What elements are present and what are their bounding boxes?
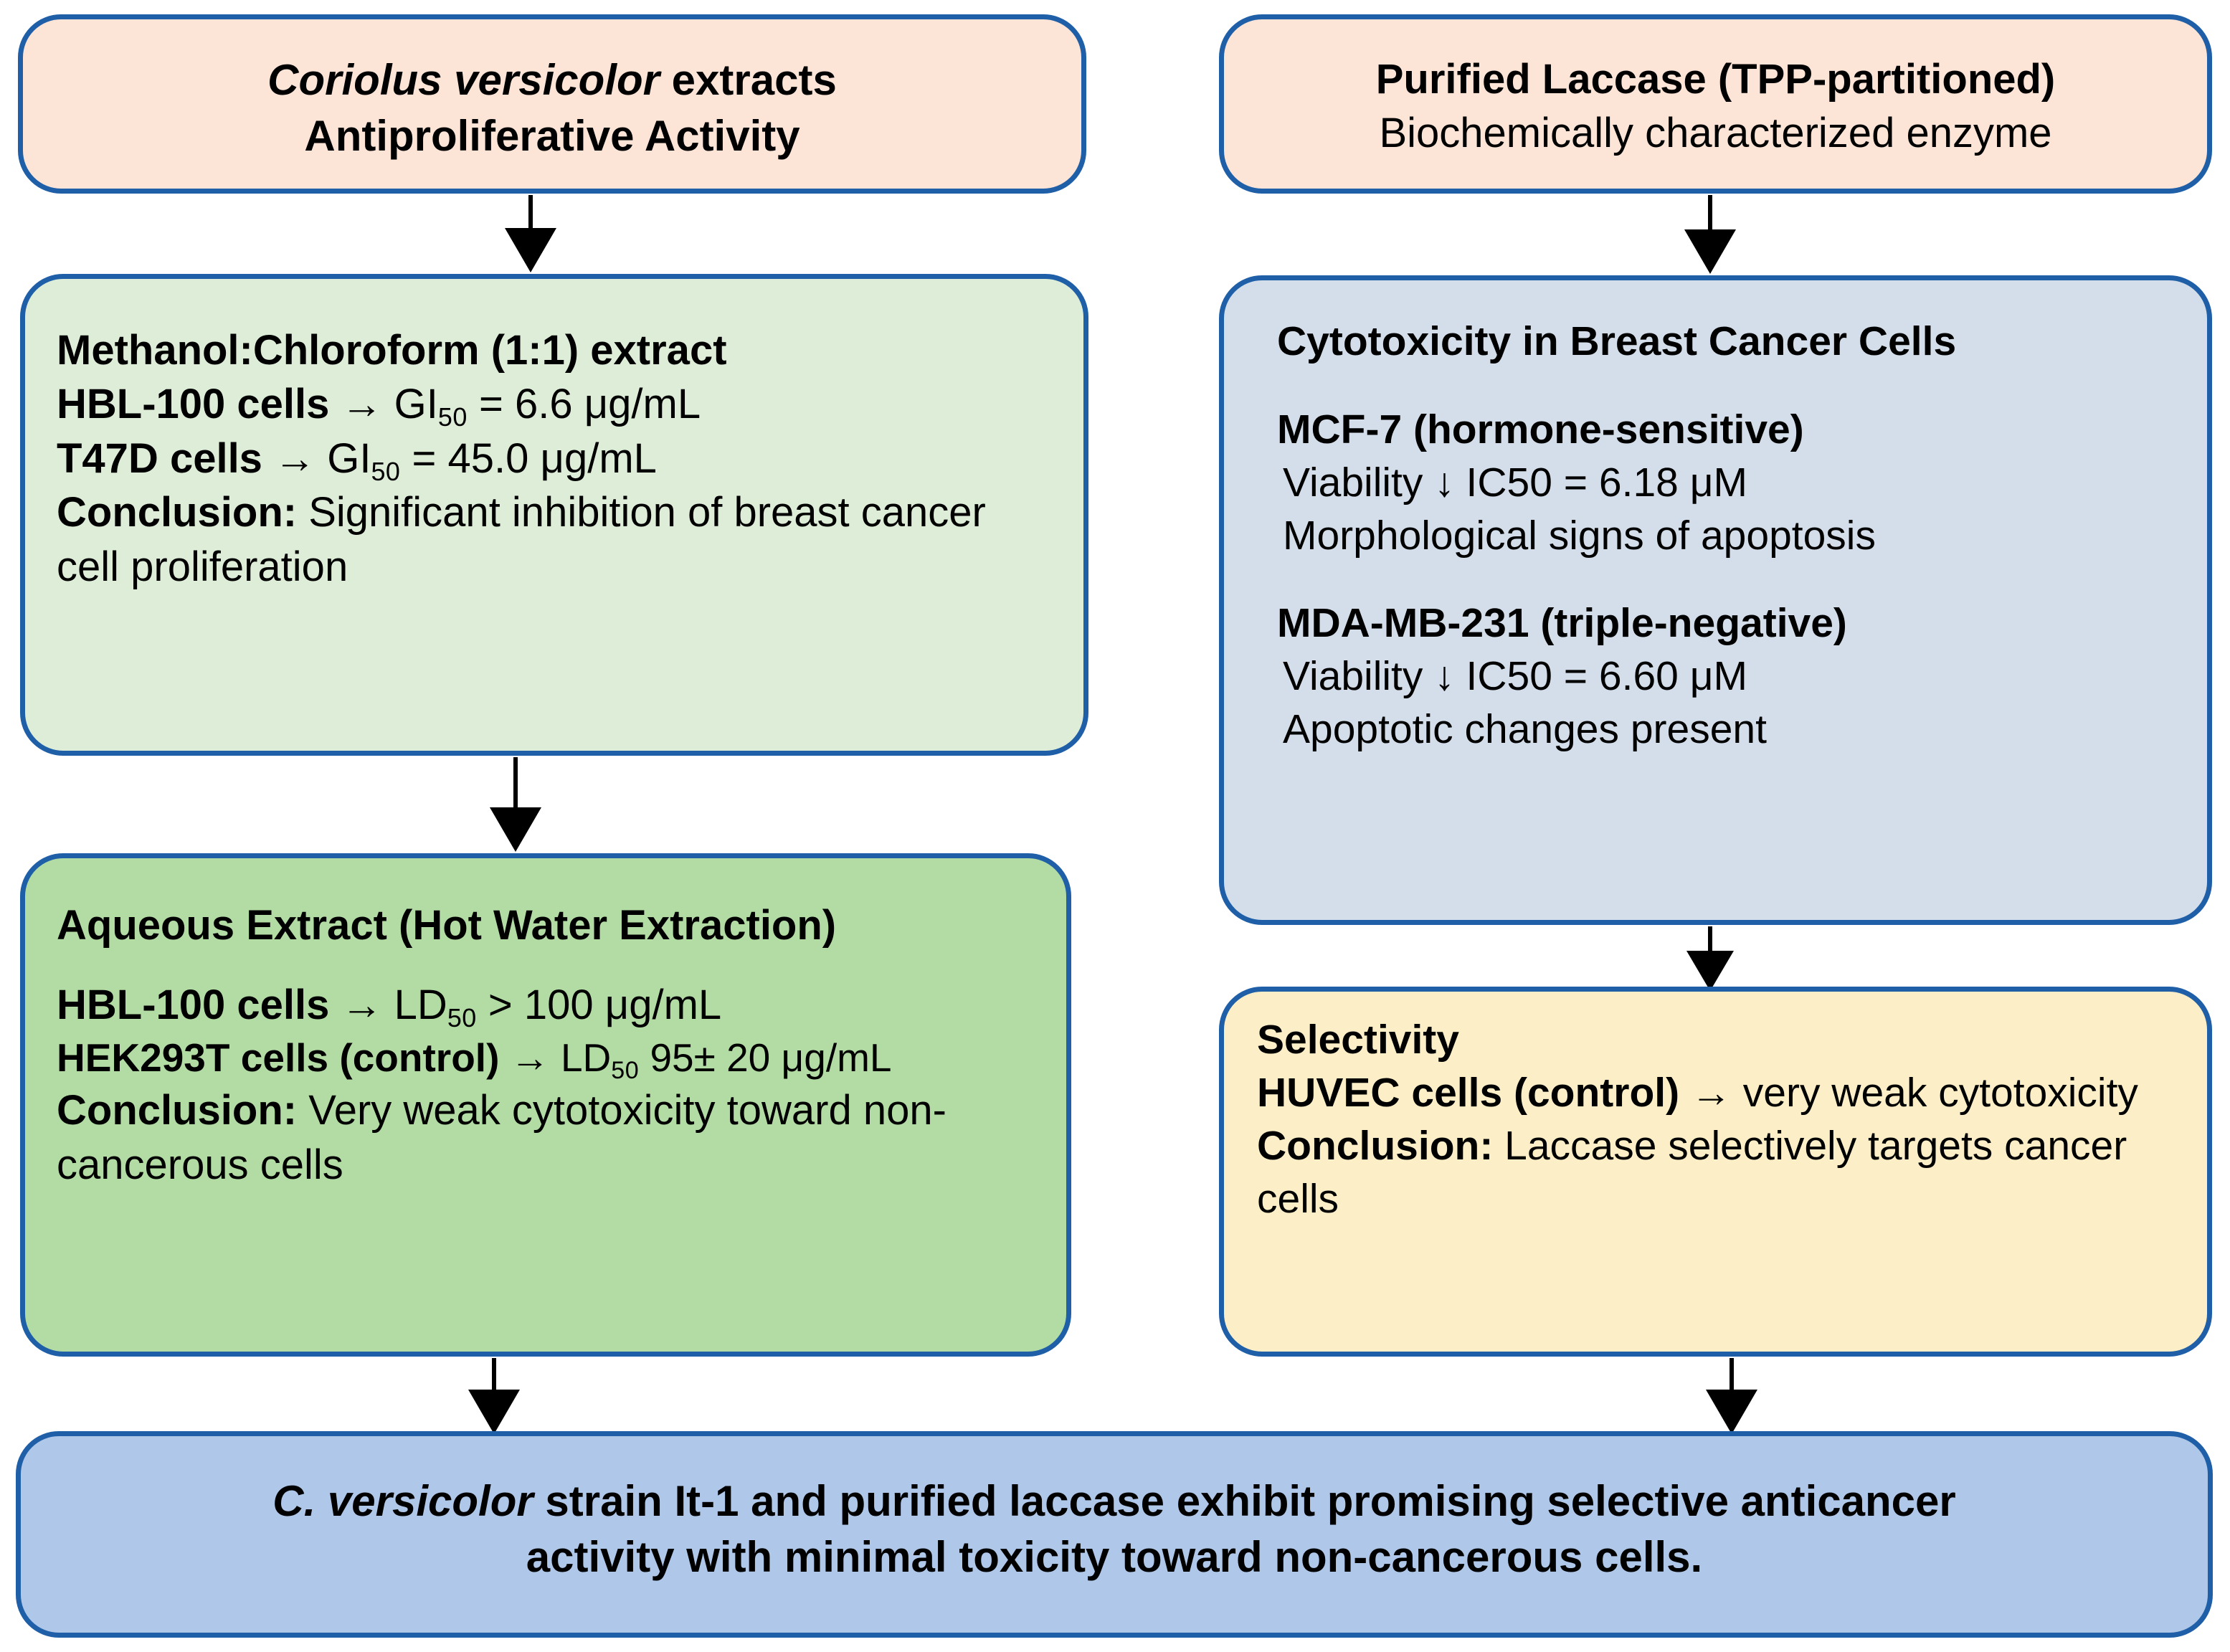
node-purified-laccase-header: Purified Laccase (TPP-partitioned) Bioch…	[1219, 14, 2212, 194]
methanol-title: Methanol:Chloroform (1:1) extract	[57, 327, 727, 374]
cytotoxicity-spacer-2	[1261, 562, 2170, 597]
arrow-head	[1686, 951, 1734, 991]
aqueous-hbl100-label: HBL-100 cells	[57, 982, 330, 1029]
laccase-header-line1: Purified Laccase (TPP-partitioned)	[1375, 56, 2056, 103]
arrow-right-icon: →	[341, 982, 383, 1029]
methanol-t47d-value: = 45.0 μg/mL	[400, 435, 657, 482]
arrow-right-icon: →	[274, 435, 316, 482]
arrow-head	[1706, 1390, 1757, 1434]
conclusion-species-name: C. versicolor	[272, 1477, 533, 1525]
arrow-shaft	[513, 757, 518, 812]
selectivity-title: Selectivity	[1257, 1017, 1459, 1063]
methanol-conclusion-text: Significant inhibition of breast cancer …	[57, 489, 986, 590]
laccase-header-line2: Biochemically characterized enzyme	[1379, 110, 2052, 157]
aqueous-hek293t-label: HEK293T cells (control)	[57, 1035, 500, 1080]
node-selectivity: Selectivity HUVEC cells (control) → very…	[1219, 987, 2212, 1357]
node-cytotoxicity-breast-cancer: Cytotoxicity in Breast Cancer Cells MCF-…	[1219, 275, 2212, 925]
arrow-head	[490, 807, 541, 852]
aqueous-hbl100-subscript: 50	[447, 1003, 477, 1033]
arrow-shaft	[492, 1358, 496, 1394]
aqueous-conclusion-label: Conclusion:	[57, 1087, 298, 1134]
aqueous-hek293t-subscript: 50	[611, 1056, 640, 1084]
arrow-head	[468, 1390, 520, 1434]
methanol-hbl100-arrow-glyph	[329, 381, 341, 427]
methanol-t47d-subscript: 50	[371, 456, 401, 486]
aqueous-conclusion-text: Very weak cytotoxicity toward non-cancer…	[57, 1087, 946, 1188]
arrow-head	[505, 228, 556, 272]
aqueous-hbl100-value: > 100 μg/mL	[476, 982, 722, 1029]
node-aqueous-extract: Aqueous Extract (Hot Water Extraction) H…	[20, 853, 1071, 1357]
methanol-row-t47d: T47D cells → GI50 = 45.0 μg/mL	[57, 432, 1052, 486]
aqueous-title: Aqueous Extract (Hot Water Extraction)	[57, 902, 837, 949]
methanol-t47d-label: T47D cells	[57, 435, 262, 482]
arrow-right-icon: →	[341, 381, 383, 428]
cytotoxicity-title: Cytotoxicity in Breast Cancer Cells	[1277, 318, 1957, 364]
coriolus-species-name: Coriolus versicolor	[267, 56, 660, 104]
arrow-shaft	[1708, 195, 1712, 234]
arrow-shaft	[528, 195, 533, 232]
methanol-conclusion-label: Conclusion:	[57, 489, 298, 536]
cellline-mdamb231-name: MDA-MB-231 (triple-negative)	[1277, 600, 1847, 647]
cellline-mcf7-viability: Viability ↓ IC50 = 6.18 μM	[1283, 459, 1748, 505]
cellline-mdamb231-viability: Viability ↓ IC50 = 6.60 μM	[1283, 653, 1748, 700]
node-coriolus-extracts-header: Coriolus versicolor extracts Antiprolife…	[18, 14, 1086, 194]
aqueous-row-hbl100: HBL-100 cells → LD50 > 100 μg/mL	[57, 978, 1035, 1032]
methanol-conclusion: Conclusion: Significant inhibition of br…	[57, 485, 1052, 594]
coriolus-header-line2: Antiproliferative Activity	[304, 112, 800, 160]
methanol-row-hbl100: HBL-100 cells → GI50 = 6.6 μg/mL	[57, 377, 1052, 432]
cytotoxicity-spacer-1	[1261, 368, 2170, 402]
selectivity-huvec-text: very weak cytotoxicity	[1731, 1070, 2138, 1116]
arrow-shaft	[1708, 926, 1712, 955]
overall-conclusion-line1-rest: strain It-1 and purified laccase exhibit…	[533, 1477, 1956, 1525]
aqueous-conclusion: Conclusion: Very weak cytotoxicity towar…	[57, 1083, 1035, 1192]
selectivity-conclusion-label: Conclusion:	[1257, 1123, 1494, 1169]
methanol-hbl100-subscript: 50	[437, 402, 468, 432]
aqueous-hek293t-value: 95± 20 μg/mL	[639, 1035, 892, 1080]
arrow-shaft	[1730, 1358, 1734, 1394]
methanol-hbl100-label: HBL-100 cells	[57, 381, 330, 428]
node-methanol-chloroform-extract: Methanol:Chloroform (1:1) extract HBL-10…	[20, 274, 1088, 756]
aqueous-row-hek293t: HEK293T cells (control) → LD50 95± 20 μg…	[57, 1032, 1035, 1084]
methanol-hbl100-metric: GI	[394, 381, 438, 428]
methanol-t47d-metric: GI	[327, 435, 371, 482]
methanol-hbl100-value: = 6.6 μg/mL	[467, 381, 701, 428]
arrow-right-icon: →	[510, 1035, 550, 1080]
cellline-mcf7-note: Morphological signs of apoptosis	[1283, 512, 1876, 559]
overall-conclusion-line1: C. versicolor strain It-1 and purified l…	[52, 1473, 2176, 1529]
cellline-mcf7-name: MCF-7 (hormone-sensitive)	[1277, 406, 1804, 452]
aqueous-hbl100-metric: LD	[394, 982, 447, 1029]
coriolus-header-line1-rest: extracts	[660, 56, 837, 104]
overall-conclusion-line2: activity with minimal toxicity toward no…	[526, 1533, 1703, 1581]
coriolus-header-line1: Coriolus versicolor extracts	[54, 52, 1050, 108]
selectivity-conclusion-text: Laccase selectively targets cancer cells	[1257, 1123, 2127, 1223]
selectivity-huvec-label: HUVEC cells (control)	[1257, 1070, 1680, 1116]
aqueous-spacer	[57, 952, 1035, 978]
node-overall-conclusion: C. versicolor strain It-1 and purified l…	[16, 1431, 2213, 1638]
selectivity-huvec-row: HUVEC cells (control) → very weak cytoto…	[1257, 1066, 2174, 1119]
cellline-mdamb231-note: Apoptotic changes present	[1283, 706, 1767, 753]
arrow-head	[1684, 229, 1736, 274]
arrow-right-icon: →	[1690, 1070, 1732, 1116]
aqueous-hek293t-metric: LD	[560, 1035, 612, 1080]
selectivity-conclusion: Conclusion: Laccase selectively targets …	[1257, 1119, 2174, 1225]
